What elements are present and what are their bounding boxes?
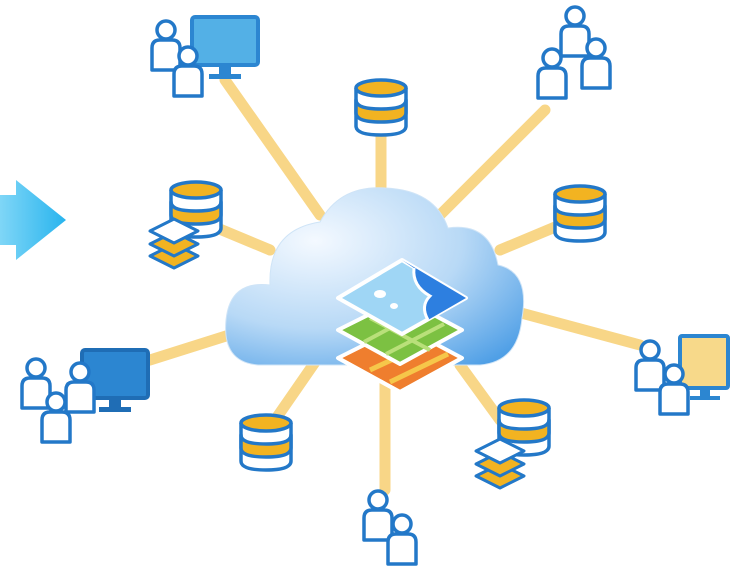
database-layers-bottom-right-icon xyxy=(474,398,551,490)
database-right-icon xyxy=(553,184,607,243)
incoming-arrow-icon xyxy=(0,180,66,260)
users-desktop-left-icon xyxy=(20,348,150,444)
connector-top-left xyxy=(219,74,326,221)
connector-top-right xyxy=(434,104,551,221)
users-desktop-right-icon xyxy=(634,334,730,416)
users-bottom-icon xyxy=(362,489,418,566)
user-group-top-right-icon xyxy=(536,5,612,100)
connectors xyxy=(144,74,646,496)
database-top-icon xyxy=(354,78,408,137)
users-desktop-top-left-icon xyxy=(150,15,260,98)
map-layers-icon xyxy=(336,258,468,395)
database-layers-left-icon xyxy=(148,180,223,270)
database-bottom-left-icon xyxy=(239,413,293,472)
connector-bottom-left xyxy=(269,349,326,426)
connector-bottom-right xyxy=(454,359,506,426)
connector-far-right xyxy=(504,304,646,351)
connector-right xyxy=(494,219,566,256)
